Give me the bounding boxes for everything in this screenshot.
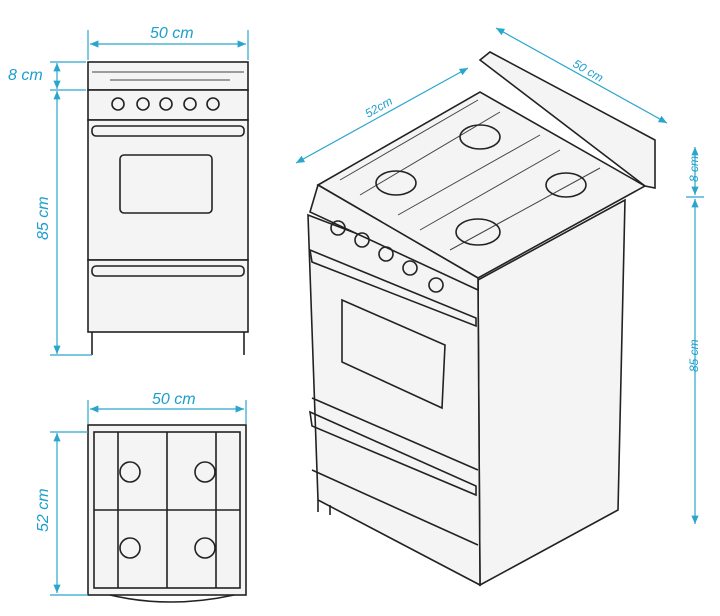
top-width-label: 50 cm: [152, 391, 196, 408]
front-width-label: 50 cm: [150, 25, 194, 42]
oven-window: [341, 298, 446, 410]
knobs: [111, 97, 220, 111]
perspective-backsplash-label: 8 cm: [687, 156, 701, 182]
perspective-width-label: 50 cm: [571, 56, 606, 84]
front-height-label: 85 cm: [35, 196, 52, 240]
top-view: 50 cm 52 cm: [35, 391, 247, 603]
perspective-height-label: 85 cm: [687, 339, 701, 372]
top-depth-label: 52 cm: [35, 488, 52, 532]
oven-window: [119, 154, 213, 214]
front-backsplash-label: 8 cm: [8, 67, 43, 84]
knobs: [330, 220, 444, 293]
perspective-depth-label: 52cm: [363, 94, 395, 121]
front-view: 50 cm 8 cm 85 cm: [8, 25, 249, 356]
perspective-view: 52cm 50 cm 8 cm 85 cm: [295, 27, 704, 587]
